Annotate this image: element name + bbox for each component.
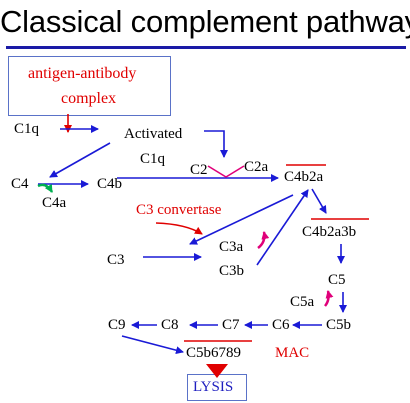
c3-convertase-label: C3 convertase <box>136 202 222 218</box>
c3a-release-arrow <box>257 231 270 249</box>
lysis-label: LYSIS <box>193 379 234 395</box>
c2-label: C2 <box>190 162 208 178</box>
c4a-release-arrow <box>37 183 54 193</box>
c5b-label: C5b <box>326 317 352 333</box>
c4b2a-to-c4b2a3b-arrow <box>311 188 327 214</box>
c5a-release-arrow <box>324 290 334 307</box>
complex-label-line2: complex <box>61 90 117 107</box>
activated-to-c2-arrow <box>204 130 228 158</box>
c4b2a3b-label: C4b2a3b <box>302 224 357 240</box>
lysis-box <box>187 374 247 401</box>
c3b-label: C3b <box>219 263 245 279</box>
c3b-to-c4b2a-arrow <box>256 189 309 266</box>
c1q-mid-label: C1q <box>140 151 166 167</box>
c4b2a-label: C4b2a <box>284 169 324 185</box>
c3a-label: C3a <box>219 239 244 255</box>
activated-label: Activated <box>124 126 183 142</box>
c9-to-c5b6789-arrow <box>121 335 184 355</box>
page-title: Classical complement pathway <box>0 4 410 39</box>
activated-to-c4-arrow <box>49 142 111 178</box>
c3-label: C3 <box>107 252 125 268</box>
c5-label: C5 <box>328 272 346 288</box>
c2-split-left <box>207 165 227 178</box>
c2a-label: C2a <box>244 159 269 175</box>
c4b-label: C4b <box>97 176 123 192</box>
c3-convertase-pointer <box>155 222 203 235</box>
c6-label: C6 <box>272 317 290 333</box>
c5a-label: C5a <box>290 294 315 310</box>
c1q-top-label: C1q <box>14 121 40 137</box>
c5b6789-label: C5b6789 <box>186 345 242 361</box>
c4b2a-to-c3-arrow <box>189 194 294 245</box>
c2-split-right <box>225 165 245 178</box>
c8-label: C8 <box>161 317 179 333</box>
c4-label: C4 <box>11 176 29 192</box>
mac-label: MAC <box>275 345 310 361</box>
title-underline <box>6 46 406 49</box>
complex-label-line1: antigen-antibody <box>28 65 137 82</box>
antigen-antibody-complex-box <box>8 56 171 116</box>
to-lysis-arrowhead <box>206 364 228 378</box>
c4a-label: C4a <box>42 195 67 211</box>
c7-label: C7 <box>222 317 240 333</box>
c9-label: C9 <box>108 317 126 333</box>
